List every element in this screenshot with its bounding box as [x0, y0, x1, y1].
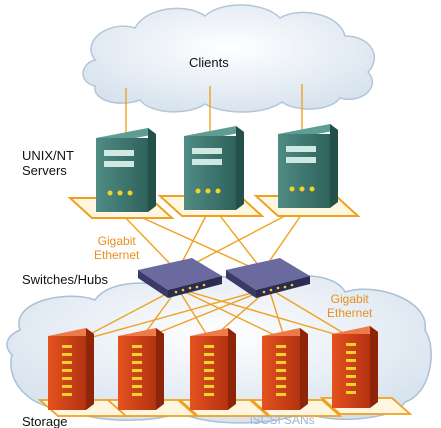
- storage-unit-5: [319, 326, 413, 415]
- clients-label: Clients: [189, 55, 229, 70]
- server-1: [67, 128, 175, 219]
- switches-label: Switches/Hubs: [22, 272, 108, 287]
- server-2: [157, 126, 265, 217]
- storage-unit-3: [177, 328, 271, 417]
- switch-1: [138, 258, 222, 298]
- server-switch-links: [117, 207, 307, 273]
- storage-unit-2: [105, 328, 199, 417]
- storage-label: Storage: [22, 414, 68, 428]
- server-3: [253, 124, 361, 217]
- storage-unit-4: [249, 328, 343, 417]
- gigabit-ethernet-label-right: Gigabit Ethernet: [327, 292, 373, 320]
- gigabit-ethernet-label-top: Gigabit Ethernet: [94, 234, 140, 262]
- client-server-links: [125, 84, 303, 135]
- switch-2: [226, 258, 310, 298]
- servers-label: UNIX/NT Servers: [22, 148, 74, 178]
- iscsi-sans-label: iSCSI SANs: [250, 413, 315, 427]
- storage-unit-1: [37, 328, 131, 417]
